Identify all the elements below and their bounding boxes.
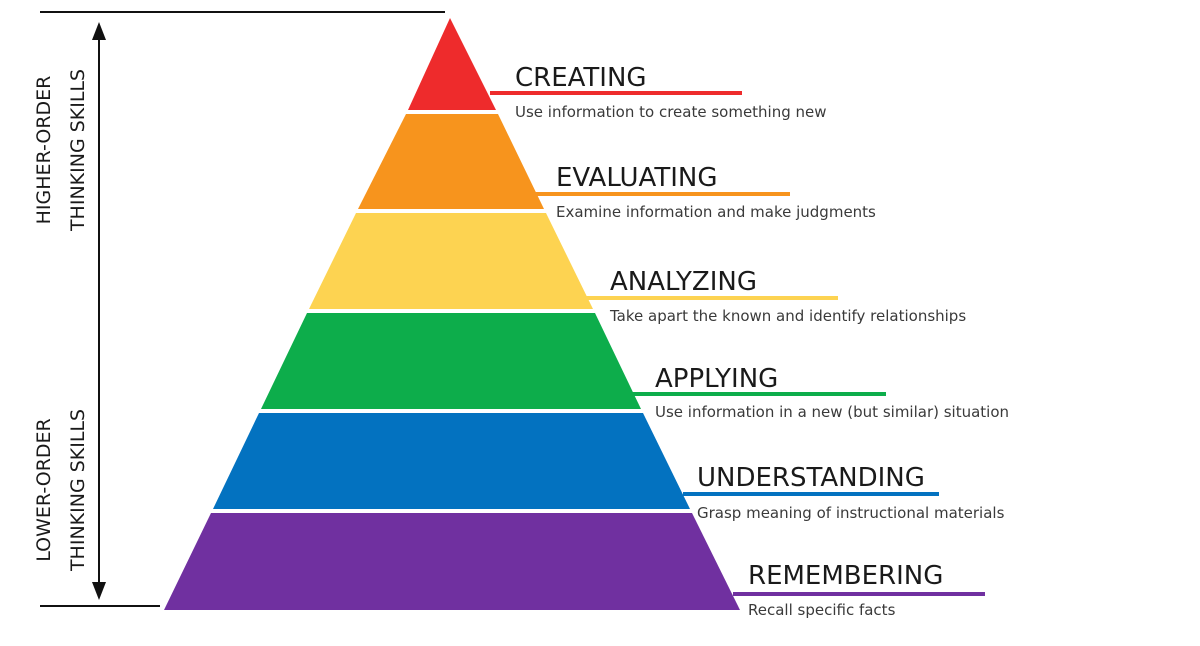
level-desc-analyzing: Take apart the known and identify relati…	[609, 307, 966, 325]
underline-creating	[490, 91, 742, 95]
underline-applying	[632, 392, 886, 396]
double-arrow-icon	[92, 22, 106, 600]
level-labels: CREATING Use information to create somet…	[490, 63, 1009, 619]
tier-understanding	[213, 413, 690, 509]
level-desc-evaluating: Examine information and make judgments	[556, 203, 876, 221]
level-title-creating: CREATING	[515, 63, 647, 93]
tier-evaluating	[358, 114, 544, 209]
tier-remembering	[164, 513, 740, 610]
underline-analyzing	[586, 296, 838, 300]
level-title-remembering: REMEMBERING	[748, 561, 943, 591]
tier-creating	[408, 18, 496, 110]
tier-applying	[261, 313, 641, 409]
level-title-analyzing: ANALYZING	[610, 267, 757, 297]
level-desc-understanding: Grasp meaning of instructional materials	[697, 504, 1005, 522]
pyramid	[164, 18, 740, 610]
higher-order-label: HIGHER-ORDER THINKING SKILLS	[33, 69, 89, 232]
higher-order-line1: HIGHER-ORDER	[33, 76, 55, 225]
level-desc-applying: Use information in a new (but similar) s…	[655, 403, 1009, 421]
lower-order-line2: THINKING SKILLS	[67, 409, 89, 572]
level-desc-remembering: Recall specific facts	[748, 601, 896, 619]
lower-order-line1: LOWER-ORDER	[33, 418, 55, 561]
underline-remembering	[733, 592, 985, 596]
higher-order-line2: THINKING SKILLS	[67, 69, 89, 232]
underline-evaluating	[534, 192, 790, 196]
tier-analyzing	[309, 213, 593, 309]
underline-understanding	[683, 492, 939, 496]
level-title-understanding: UNDERSTANDING	[697, 463, 925, 493]
lower-order-label: LOWER-ORDER THINKING SKILLS	[33, 409, 89, 572]
level-title-evaluating: EVALUATING	[556, 163, 717, 193]
level-desc-creating: Use information to create something new	[515, 103, 827, 121]
level-title-applying: APPLYING	[655, 364, 778, 394]
